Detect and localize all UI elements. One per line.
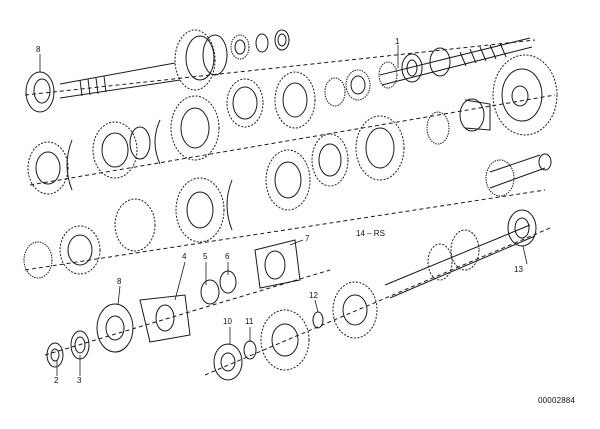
- callout-8: 8: [117, 277, 122, 286]
- bearing: [96, 303, 134, 353]
- synchro-ring: [311, 133, 349, 187]
- bearing: [459, 98, 491, 132]
- callout-3: 3: [77, 376, 82, 385]
- synchro-ring: [170, 95, 220, 161]
- gear: [92, 121, 138, 179]
- circlip: [226, 179, 233, 231]
- drawing-code: 00002884: [538, 396, 576, 405]
- small-gear: [485, 153, 552, 197]
- callout-8-top: 8: [36, 45, 41, 54]
- main-shaft: [379, 37, 533, 86]
- callout-11: 11: [245, 317, 254, 326]
- output-shaft: [384, 224, 536, 299]
- bearing: [401, 53, 423, 83]
- callout-2: 2: [54, 376, 59, 385]
- callout-10: 10: [223, 317, 232, 326]
- gear: [355, 115, 405, 181]
- sync-sleeve: [27, 141, 69, 195]
- flange: [139, 294, 191, 343]
- bearing: [507, 209, 537, 247]
- needle-bearing: [23, 241, 53, 279]
- callout-5: 5: [203, 252, 208, 261]
- needle-bearing: [345, 69, 371, 101]
- callout-1: 1: [395, 37, 400, 46]
- bearing: [213, 343, 243, 381]
- sleeve: [265, 149, 311, 211]
- large-gear: [492, 54, 558, 136]
- callout-6: 6: [225, 252, 230, 261]
- shaft-axis-line: [29, 94, 556, 186]
- flange: [254, 239, 301, 289]
- needle-bearing: [324, 77, 346, 107]
- shaft-axis-line: [24, 39, 536, 96]
- callout-13: 13: [514, 265, 523, 274]
- circlip: [154, 119, 161, 165]
- ring: [243, 340, 257, 360]
- washer: [46, 342, 64, 368]
- gear: [59, 225, 101, 275]
- callout-4: 4: [182, 252, 187, 261]
- ring: [255, 33, 269, 53]
- hub: [129, 126, 151, 160]
- synchro-ring: [114, 198, 156, 252]
- input-shaft: [25, 62, 181, 113]
- shaft-axis-line: [24, 189, 546, 271]
- gear: [175, 177, 225, 243]
- circlip: [66, 139, 73, 191]
- synchro-ring: [226, 78, 264, 128]
- needle-bearing: [230, 34, 250, 60]
- circlip: [312, 311, 324, 329]
- ring: [200, 279, 220, 305]
- ring: [274, 29, 290, 51]
- gear: [260, 309, 310, 371]
- input-shaft-gear: [174, 29, 228, 91]
- callout-12: 12: [309, 291, 318, 300]
- leader-lines: [39, 45, 528, 376]
- gear: [378, 61, 398, 89]
- variant-note: 14 – RS: [356, 229, 385, 238]
- gear: [332, 281, 378, 339]
- callout-7: 7: [305, 234, 310, 243]
- needle-bearing: [426, 111, 450, 145]
- gear: [274, 71, 316, 129]
